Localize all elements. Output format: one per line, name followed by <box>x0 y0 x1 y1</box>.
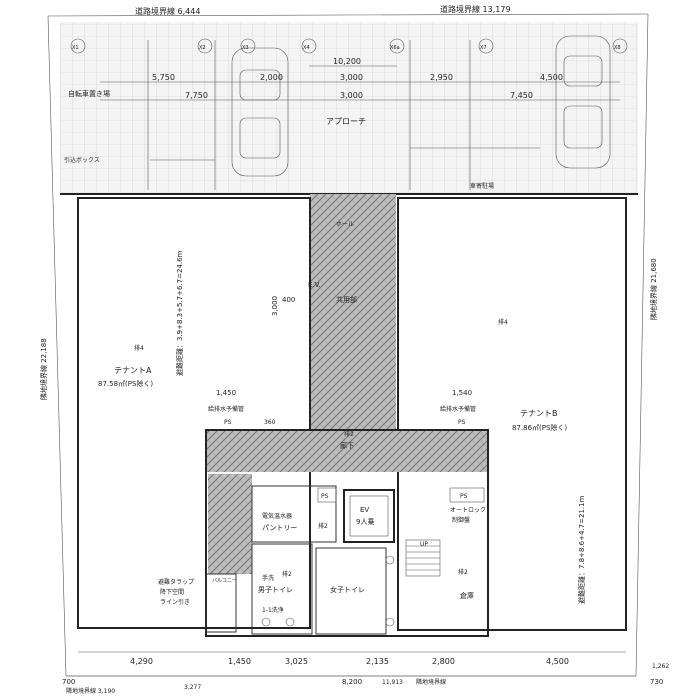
tenant-b-area: 87.86㎡(PS除く) <box>512 423 567 432</box>
dim-mid-a: 3,000 <box>340 73 363 82</box>
up-label: UP <box>420 541 428 548</box>
pipe-right: 給排水予備管 <box>440 405 476 413</box>
axis-x6a: X6a <box>390 45 400 51</box>
side-boundary-left: 隣地境界線 22,188 <box>39 338 48 400</box>
dim-top-total: 10,200 <box>333 57 361 66</box>
hikiboxes-label: 引込ボックス <box>64 156 100 164</box>
side-boundary-right: 隣地境界線 21,680 <box>649 258 658 320</box>
dim-right-a: 2,950 <box>430 73 453 82</box>
dim-730: 730 <box>650 678 663 686</box>
dim-right-c: 7,450 <box>510 91 533 100</box>
tenant-a-name: テナントA <box>114 366 152 375</box>
dim-bottom-3: 3,025 <box>285 657 308 666</box>
evac-trap-3: ライン引き <box>160 598 190 606</box>
evac-right: 避難距離：7.8+8.6+4.7=21.1m <box>577 495 586 604</box>
tenant-b-name: テナントB <box>520 409 558 418</box>
tenant-b-room <box>397 197 627 631</box>
common-label: 共用部 <box>336 295 357 304</box>
dim-1450: 1,450 <box>216 389 236 397</box>
hatch-label-b: 排4 <box>498 318 508 326</box>
water-heater-label: 電気温水器 <box>262 512 292 520</box>
elevator <box>343 489 395 543</box>
approach-label: アプローチ <box>326 117 366 126</box>
women-wc-label: 女子トイレ <box>330 585 365 594</box>
pantry-label: パントリー <box>262 524 297 532</box>
dim-8200: 8,200 <box>342 678 362 686</box>
pipe-left: 給排水予備管 <box>208 405 244 413</box>
ev-label: EV <box>360 506 369 514</box>
men-wc-label: 男子トイレ <box>258 586 293 594</box>
balcony-label: バルコニー <box>212 578 237 584</box>
dim-3277: 3,277 <box>184 684 201 691</box>
dim-3000: 3,000 <box>271 296 279 316</box>
dim-mid-b: 3,000 <box>340 91 363 100</box>
axis-x7: X7 <box>480 45 487 51</box>
tenant-a-area: 87.58㎡(PS除く) <box>98 379 153 388</box>
dim-left-a: 5,750 <box>152 73 175 82</box>
ps-ev: PS <box>460 493 468 500</box>
top-boundary-right-label: 道路境界線 13,179 <box>440 4 511 14</box>
parking-area <box>60 22 638 194</box>
dim-bottom-4: 2,135 <box>366 657 389 666</box>
tenant-a-room <box>77 197 311 629</box>
axis-x2: X2 <box>199 45 206 51</box>
ev-hall-label: E.V. <box>308 281 321 289</box>
dim-bottom-6: 4,500 <box>546 657 569 666</box>
car-left <box>231 47 289 177</box>
dim-11913: 11,913 <box>382 679 403 686</box>
dim-bottom-5: 2,800 <box>432 657 455 666</box>
dim-360: 360 <box>264 419 276 426</box>
control-label: 制御盤 <box>452 516 470 524</box>
hallway-label: 廊下 <box>340 441 354 450</box>
dim-bottom-2: 1,450 <box>228 657 251 666</box>
wash-label: 手洗 <box>262 574 274 582</box>
evac-trap-2: 降下空間 <box>160 588 184 596</box>
core-block <box>205 429 489 637</box>
parking-stripes <box>147 40 540 190</box>
ps-pantry: PS <box>321 493 329 500</box>
dim-left-c: 7,750 <box>185 91 208 100</box>
bicycle-label: 自転車置き場 <box>68 89 110 98</box>
ps-left: PS <box>224 419 232 426</box>
auto-lock-label: オートロック <box>450 507 486 514</box>
top-boundary-left-label: 道路境界線 6,444 <box>135 6 200 16</box>
hatch-label-a: 排4 <box>134 344 144 352</box>
dim-3190: 隣地境界線 3,190 <box>66 687 115 695</box>
corridor-top-label: ホール <box>336 221 354 228</box>
evac-trap-1: 避難タラップ <box>158 578 194 586</box>
dim-bottom-1: 4,290 <box>130 657 153 666</box>
dim-right-b: 4,500 <box>540 73 563 82</box>
ps-right: PS <box>458 419 466 426</box>
dim-1262: 1,262 <box>652 663 669 670</box>
bottom-boundary: 隣地境界線 <box>416 678 446 686</box>
ev-cap: 9人乗 <box>356 517 374 526</box>
hand-wash-label: 1-1洗浄 <box>262 606 284 614</box>
axis-x1: X1 <box>72 45 79 51</box>
haisui2-b: 排2 <box>318 522 328 530</box>
dim-400: 400 <box>282 296 295 304</box>
stairs <box>405 539 441 577</box>
haisui2-c: 排2 <box>458 568 468 576</box>
dim-left-b: 2,000 <box>260 73 283 82</box>
axis-x4: X4 <box>303 45 310 51</box>
haisui2-d: 排2 <box>282 570 292 578</box>
evac-left: 避難距離：3.9+8.3+5.7+6.7=24.6m <box>175 250 184 376</box>
axis-x8: X8 <box>614 45 621 51</box>
haisui2-a: 排2 <box>344 430 354 438</box>
storage-label: 倉庫 <box>460 591 474 600</box>
dim-700: 700 <box>62 678 75 686</box>
dim-1540: 1,540 <box>452 389 472 397</box>
car-parking-label: 車寄駐場 <box>470 182 494 190</box>
hallway-hatch <box>206 430 488 472</box>
car-right <box>555 35 611 169</box>
approach-walk <box>310 194 396 430</box>
